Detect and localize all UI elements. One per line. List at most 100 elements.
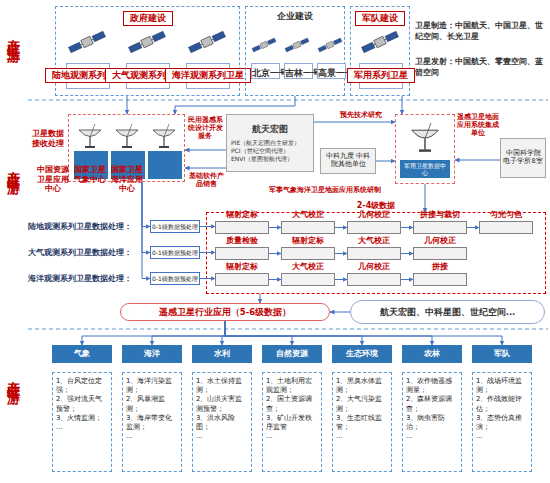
note-text: 卫星制造：中国航天、中国卫星、世纪空间、长光卫星 xyxy=(415,20,547,42)
node-text: 2、大气污染监测； xyxy=(336,395,388,413)
process-step: 拼接与裁切 xyxy=(413,221,467,234)
satellite-box: 吉林一号 xyxy=(284,63,313,79)
node-text: 企业建设 xyxy=(246,11,344,22)
section-label: 产业链中游 xyxy=(4,160,22,175)
note-text: 卫星发射：中国航天、零壹空间、蓝箭空间 xyxy=(415,56,547,78)
connector xyxy=(401,253,413,254)
node-text: 航天宏图、中科星图、世纪空间... xyxy=(380,307,516,317)
application-box: 遥感卫星行业应用（5-6级数据） xyxy=(120,303,330,321)
connector xyxy=(152,321,225,345)
node-text: 2、强对流天气预警； xyxy=(56,395,108,413)
node-text: 2、风暴潮监测； xyxy=(126,395,178,413)
connector xyxy=(467,227,479,228)
dish-icon xyxy=(412,123,438,152)
node-text: 几何校正 xyxy=(348,210,400,220)
satellite-box: 陆地观测系列卫星 xyxy=(66,63,110,89)
application-list: 1、台风定位定强；2、强对流天气预警；3、火情监测；... xyxy=(52,372,112,472)
preprocess-box: 0-1级数据预处理 xyxy=(150,272,200,285)
connector xyxy=(425,184,426,212)
node-text: 0-1级数据预处理 xyxy=(152,275,198,282)
node-text: 国家卫星气象中心 xyxy=(73,165,107,184)
node-text: ... xyxy=(476,432,528,441)
edge-label: 基础软件产品销售 xyxy=(186,172,226,188)
node-text: ... xyxy=(196,432,248,441)
connector xyxy=(127,96,128,114)
industry-header: 自然资源 xyxy=(262,345,322,363)
node-text: 3、态势仿真推演； xyxy=(476,414,528,432)
node-text: 大气校正 xyxy=(348,236,400,246)
industry-header: 军队 xyxy=(472,345,532,363)
node-text: 大气校正 xyxy=(282,262,334,272)
node-text: 国家卫星海洋应用中心 xyxy=(110,165,144,194)
edge-label: 军事气象海洋卫星地面应用系统研制 xyxy=(250,186,400,194)
application-list: 1、水土保持监测；2、山洪灾害监测预警；3、洪水风险图；... xyxy=(192,372,252,472)
dish-icon xyxy=(79,124,101,148)
satellite-icon xyxy=(285,37,310,52)
node-text: 2、作战效能评估； xyxy=(476,395,528,413)
industry-header: 海洋 xyxy=(122,345,182,363)
node-text: 政府建设 xyxy=(123,11,173,26)
connector xyxy=(225,321,292,345)
node-text: ENVI（星图智航代理） xyxy=(231,155,293,162)
node-text: 军队建设 xyxy=(355,11,405,26)
node-text: ... xyxy=(406,432,458,441)
connector xyxy=(335,253,347,254)
edge-label: 民用遥感系统设计开发服务 xyxy=(186,116,224,140)
node-text: 1、水土保持监测； xyxy=(196,377,248,395)
connector xyxy=(269,227,281,228)
node-text: 3、病虫害防治； xyxy=(406,414,458,432)
connector xyxy=(335,279,347,280)
connector xyxy=(225,321,502,345)
node-text: 北京一号 xyxy=(252,68,279,79)
node-text: ... xyxy=(126,432,178,441)
connector xyxy=(335,227,347,228)
node-text: 1、台风定位定强； xyxy=(56,377,108,395)
node-text: 2-4级数据 xyxy=(207,201,545,211)
node-text: 拼接 xyxy=(414,262,466,272)
node-text: 2、山洪灾害监测预警； xyxy=(196,395,248,413)
process-step: 辐射定标 xyxy=(215,221,269,234)
process-step: 大气校正 xyxy=(347,247,401,260)
node-text: ... xyxy=(56,423,108,432)
process-step: 大气校正 xyxy=(281,221,335,234)
node-text: 军队 xyxy=(494,349,510,359)
connector xyxy=(225,321,362,345)
node-text: ... xyxy=(336,432,388,441)
section-separator xyxy=(28,100,548,101)
node-text: 辐射定标 xyxy=(216,262,268,272)
node-text: 军用系列卫星 xyxy=(347,68,415,83)
edge-label: 预先技术研究 xyxy=(330,111,392,119)
center-box: 国家卫星海洋应用中心 xyxy=(148,151,182,179)
process-step: 匀光匀色 xyxy=(479,221,533,234)
node-text: 中国资源卫星应用中心 xyxy=(36,165,70,194)
node-text: 几何校正 xyxy=(414,236,466,246)
edge-label: 遥感卫星地面应用系统集成单位 xyxy=(457,113,499,137)
preprocess-box: 0-1级数据预处理 xyxy=(150,246,200,259)
node-text: 质量检验 xyxy=(216,236,268,246)
section-label: 产业链上游 xyxy=(4,28,22,43)
satellite-icon xyxy=(68,30,106,53)
node-text: 自然资源 xyxy=(276,349,308,359)
dish-icon xyxy=(153,124,175,148)
application-list: 1、海洋污染监测；2、风暴潮监测；3、海岸带变化监测；... xyxy=(122,372,182,472)
connector xyxy=(314,122,395,123)
node-text: 3、海岸带变化监测； xyxy=(126,414,178,432)
node-text: 海洋 xyxy=(144,349,160,359)
connector xyxy=(269,253,281,254)
satellite-icon xyxy=(361,30,399,53)
node-text: 2、森林资源调查； xyxy=(406,395,458,413)
node-text: 匀光匀色 xyxy=(480,210,532,220)
node-text: 1、土地利用宏观监测； xyxy=(266,377,318,395)
group-box: 政府建设陆地观测系列卫星大气观测系列卫星海洋观测系列卫星 xyxy=(55,6,240,96)
connector xyxy=(222,321,225,345)
node-text: PIE（航天宏图自主研发） xyxy=(231,139,300,146)
connector xyxy=(260,294,261,303)
connector xyxy=(185,168,226,169)
node-text: 1、海洋污染监测； xyxy=(126,377,178,395)
node-text: 辐射定标 xyxy=(216,210,268,220)
connector xyxy=(142,182,150,227)
processing-group: 2-4级数据辐射定标大气校正几何校正拼接与裁切匀光匀色质量检验辐射定标大气校正几… xyxy=(206,212,546,294)
node-text: 3、矿山开发秩序监管 xyxy=(266,414,318,432)
node-text: 遥感卫星行业应用（5-6级数据） xyxy=(159,307,291,317)
